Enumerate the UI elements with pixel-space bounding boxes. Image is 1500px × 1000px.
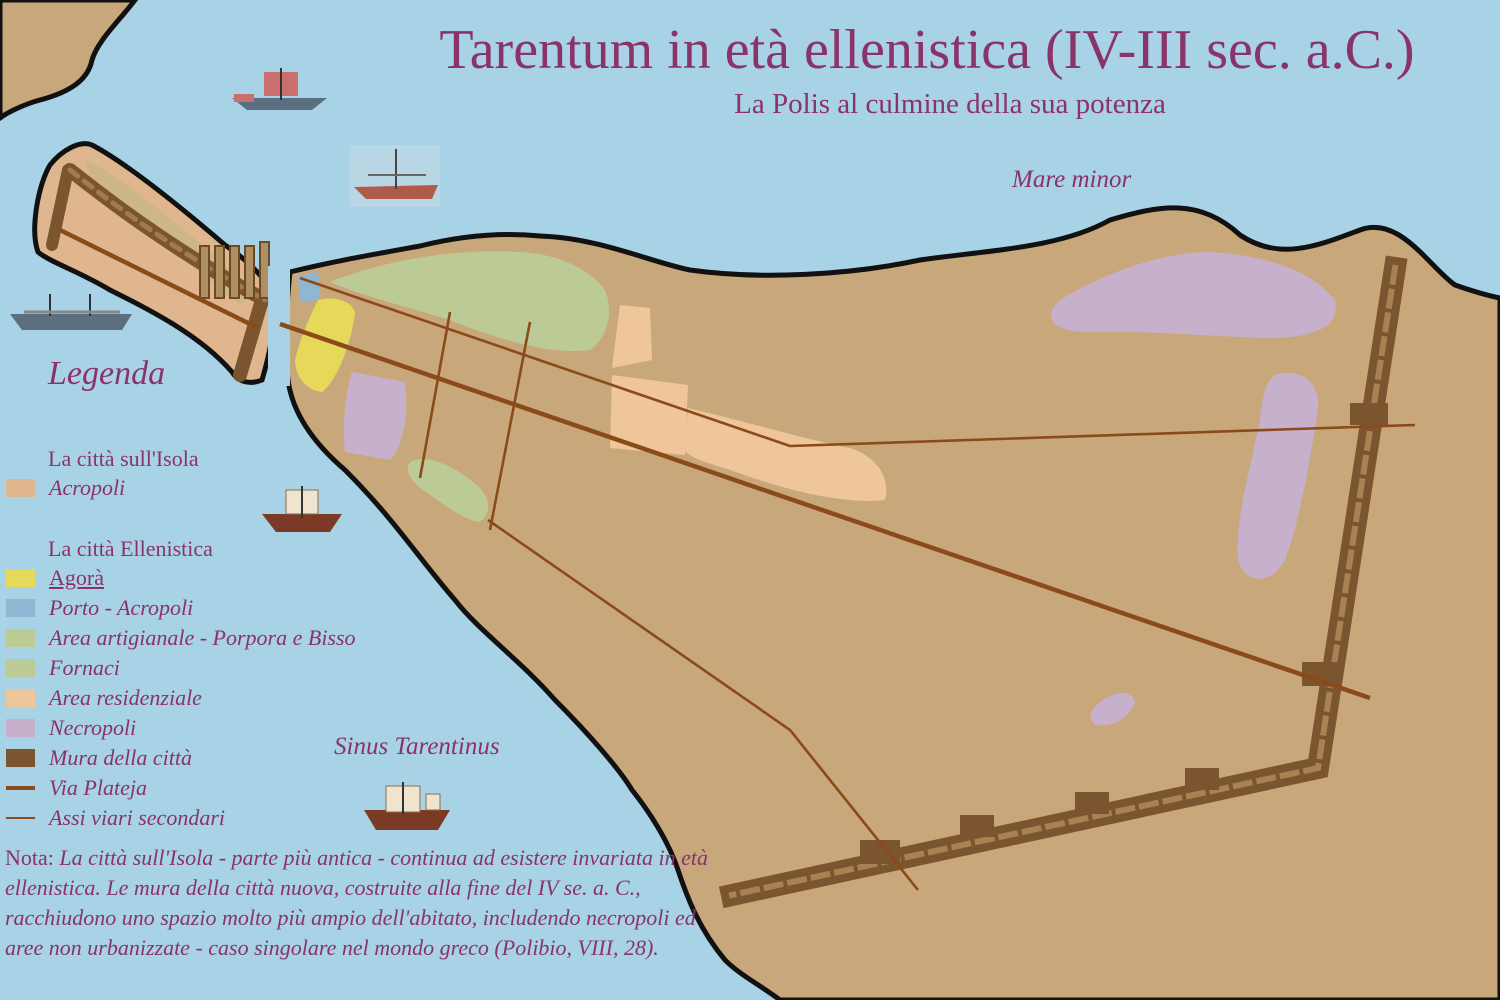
residenziale-area-1	[612, 305, 652, 368]
legend-item-mura: Mura della città	[6, 744, 192, 772]
legend-item-agora: Agorà	[6, 564, 104, 592]
swatch-necropoli	[6, 719, 35, 737]
channel	[268, 266, 290, 386]
legend-label: Area artigianale - Porpora e Bisso	[49, 625, 356, 650]
swatch-agora	[6, 569, 35, 587]
legend-item-necropoli: Necropoli	[6, 714, 136, 742]
necropoli-area-1	[343, 372, 407, 460]
swatch-secondari	[6, 817, 35, 819]
legend-group-island: La città sull'Isola	[48, 446, 199, 471]
wall-tower	[1350, 403, 1388, 425]
temple-columns-icon	[199, 241, 270, 299]
secondary-roads	[299, 276, 1416, 891]
north-coast-land	[0, 0, 139, 122]
island-acropoli	[32, 141, 278, 385]
legend-title: Legenda	[48, 355, 166, 392]
via-plateja-road	[279, 321, 1371, 701]
necropoli-area-2	[1051, 252, 1336, 338]
porto-area	[298, 272, 320, 302]
map-subtitle: La Polis al culmine della sua potenza	[734, 88, 1166, 120]
wall-tower	[1075, 792, 1109, 814]
legend-label: Mura della città	[49, 745, 192, 770]
artigianale-area	[330, 251, 610, 351]
legend-item-porto: Porto - Acropoli	[6, 594, 193, 622]
map-note: Nota: La città sull'Isola - parte più an…	[5, 843, 715, 963]
via-plateja-island	[59, 227, 259, 331]
note-text: La città sull'Isola - parte più antica -…	[5, 845, 708, 960]
swatch-artigianale	[6, 629, 35, 647]
legend-group-hellenistic: La città Ellenistica	[48, 536, 213, 561]
legend-label: Fornaci	[49, 655, 120, 680]
ship-icon	[262, 486, 342, 532]
label-sinus-tarentinus: Sinus Tarentinus	[334, 733, 500, 760]
ship-icon	[350, 145, 440, 207]
legend-label: Agorà	[49, 565, 104, 590]
swatch-fornaci	[6, 659, 35, 677]
residenziale-area-3	[684, 408, 887, 501]
swatch-mura	[6, 749, 35, 767]
wall-tower	[960, 815, 994, 837]
legend-label: Assi viari secondari	[49, 805, 225, 830]
agora-area	[295, 298, 355, 392]
legend-label: Porto - Acropoli	[49, 595, 194, 620]
note-prefix: Nota:	[5, 845, 54, 870]
legend-item-acropoli: Acropoli	[6, 474, 125, 502]
map-title: Tarentum in età ellenistica (IV-III sec.…	[439, 19, 1415, 81]
necropoli-area-4	[1090, 693, 1135, 726]
residenziale-area-2	[610, 375, 688, 455]
legend-label: Via Plateja	[49, 775, 147, 800]
fornaci-area	[407, 459, 489, 522]
legend-item-fornaci: Fornaci	[6, 654, 120, 682]
swatch-plateja	[6, 786, 35, 790]
legend-item-residenziale: Area residenziale	[6, 684, 202, 712]
legend-item-secondari: Assi viari secondari	[6, 804, 225, 832]
label-mare-minor: Mare minor	[1012, 166, 1132, 193]
legend-label: Necropoli	[49, 715, 137, 740]
legend-label: Acropoli	[49, 475, 126, 500]
legend-label: Area residenziale	[49, 685, 202, 710]
swatch-residenziale	[6, 689, 35, 707]
swatch-acropoli	[6, 479, 35, 497]
wall-tower	[1185, 768, 1219, 790]
necropoli-area-3	[1237, 373, 1319, 579]
swatch-porto	[6, 599, 35, 617]
ship-icon	[232, 68, 327, 110]
legend-item-artigianale: Area artigianale - Porpora e Bisso	[6, 624, 356, 652]
legend-item-plateja: Via Plateja	[6, 774, 147, 802]
ship-icon	[364, 782, 450, 830]
ship-icon	[10, 294, 132, 330]
